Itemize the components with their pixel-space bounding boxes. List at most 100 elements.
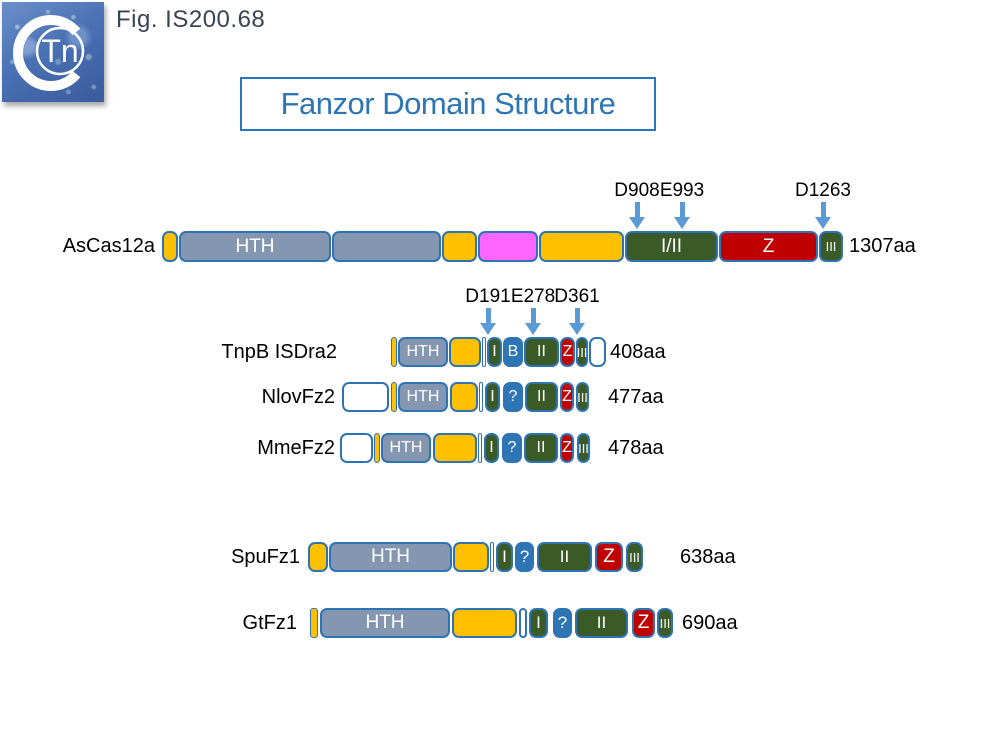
- domain-gap: [478, 433, 482, 463]
- domain-z: Z: [595, 542, 623, 572]
- protein-row-mmefz2: MmeFz2 HTH I ? II Z III 478aa: [0, 433, 1000, 463]
- domain-ruvc-i: I: [484, 433, 499, 463]
- domain-hth: HTH: [179, 231, 331, 262]
- domain-label: I: [536, 613, 541, 632]
- protein-name: MmeFz2: [257, 436, 335, 459]
- figure-title-box: Fanzor Domain Structure: [240, 77, 656, 131]
- domain-hth: HTH: [398, 337, 448, 367]
- domain-z: Z: [560, 433, 574, 463]
- arrow-down-icon: [629, 202, 645, 229]
- domain-unknown: ?: [553, 608, 572, 638]
- domain-unknown: ?: [515, 542, 534, 572]
- domain-unlabeled: [332, 231, 441, 262]
- figure-title: Fanzor Domain Structure: [280, 86, 616, 121]
- protein-name: TnpB ISDra2: [221, 340, 337, 363]
- domain-label: Z: [562, 439, 572, 456]
- domain-label: III: [576, 344, 588, 360]
- domain-label: II: [537, 343, 546, 360]
- arrow-down-icon: [525, 308, 541, 335]
- domain-unknown: ?: [503, 382, 523, 412]
- protein-name: AsCas12a: [62, 235, 155, 257]
- domain-z: Z: [632, 608, 655, 638]
- logo-inner-ring: [35, 26, 85, 76]
- protein-length: 1307aa: [849, 235, 916, 257]
- domain-label: II: [537, 388, 546, 405]
- domain-ruvc-iii: III: [819, 231, 843, 262]
- residue-annotation: E993: [659, 180, 705, 201]
- domain-ruvc-ii: II: [524, 433, 558, 463]
- domain-label: Z: [762, 235, 775, 257]
- domain-label: HTH: [365, 612, 405, 633]
- domain-label: II: [559, 547, 570, 566]
- domain-label: Z: [637, 612, 650, 633]
- domain-gap: [479, 382, 483, 412]
- domain-ruvc-ii: II: [524, 337, 559, 367]
- domain-linker: [449, 337, 481, 367]
- domain-hth: HTH: [320, 608, 450, 638]
- domain-label: II: [536, 439, 546, 456]
- arrow-down-icon: [569, 308, 585, 335]
- domain-unannotated: [589, 337, 606, 367]
- protein-row-tnpb: TnpB ISDra2 HTH I B II Z III 408aa: [0, 337, 1000, 367]
- logo-graphic: Tn: [13, 15, 89, 91]
- figure-number-label: Fig. IS200.68: [116, 6, 266, 33]
- logo-c-ring: [13, 15, 89, 91]
- domain-label: Z: [603, 546, 615, 567]
- protein-length: 408aa: [610, 340, 666, 363]
- domain-z: Z: [560, 382, 574, 412]
- domain-z: Z: [560, 337, 575, 367]
- arrow-down-icon: [815, 202, 831, 229]
- protein-row-nlovfz2: NlovFz2 HTH I ? II Z III 477aa: [0, 382, 1000, 412]
- domain-linker: [433, 433, 477, 463]
- residue-annotation: D908: [614, 180, 660, 201]
- domain-unlabeled: [478, 231, 538, 262]
- residue-annotation: D361: [554, 286, 600, 307]
- domain-gap: [519, 608, 527, 638]
- domain-ruvc-ii: II: [525, 382, 558, 412]
- domain-bridge: B: [503, 337, 523, 367]
- domain-label: I: [502, 547, 507, 566]
- protein-name: NlovFz2: [261, 385, 335, 408]
- domain-label: HTH: [406, 343, 440, 360]
- domain-label: I: [492, 343, 497, 360]
- protein-row-gtfz1: GtFz1 HTH I ? II Z III 690aa: [0, 608, 1000, 638]
- domain-ruvc-i: I: [485, 382, 500, 412]
- domain-linker: [442, 231, 477, 262]
- domain-label: HTH: [406, 388, 440, 405]
- protein-row-spufz1: SpuFz1 HTH I ? II Z III 638aa: [0, 542, 1000, 572]
- domain-ruvc-iii: III: [576, 382, 589, 412]
- domain-linker: [452, 608, 517, 638]
- domain-linker: [310, 608, 318, 638]
- domain-unannotated: [340, 433, 373, 463]
- protein-length: 690aa: [682, 611, 738, 634]
- domain-linker: [391, 382, 397, 412]
- protein-name: GtFz1: [242, 611, 297, 634]
- domain-hth: HTH: [381, 433, 431, 463]
- domain-linker: [539, 231, 624, 262]
- protein-name: SpuFz1: [231, 545, 300, 568]
- arrow-down-icon: [674, 202, 690, 229]
- domain-linker: [162, 231, 178, 262]
- domain-linker: [453, 542, 489, 572]
- domain-label: ?: [507, 439, 517, 456]
- domain-ruvc-iii: III: [626, 542, 643, 572]
- protein-row-ascas12a: AsCas12a HTH I/II Z III 1307aa: [0, 231, 1000, 262]
- residue-annotation: D1263: [795, 180, 851, 201]
- domain-ruvc-i: I: [487, 337, 502, 367]
- domain-label: III: [825, 239, 837, 254]
- domain-ruvc-iii: III: [657, 608, 673, 638]
- protein-length: 477aa: [608, 385, 664, 408]
- domain-hth: HTH: [329, 542, 452, 572]
- domain-label: ?: [508, 388, 518, 405]
- domain-ruvc-i: I: [496, 542, 513, 572]
- domain-hth: HTH: [398, 382, 448, 412]
- domain-linker: [374, 433, 380, 463]
- domain-linker: [308, 542, 328, 572]
- domain-ruvc-iii: III: [576, 337, 588, 367]
- domain-label: HTH: [389, 439, 423, 456]
- arrow-down-icon: [480, 308, 496, 335]
- domain-label: HTH: [370, 546, 411, 567]
- protein-length: 478aa: [608, 436, 664, 459]
- domain-linker: [391, 337, 397, 367]
